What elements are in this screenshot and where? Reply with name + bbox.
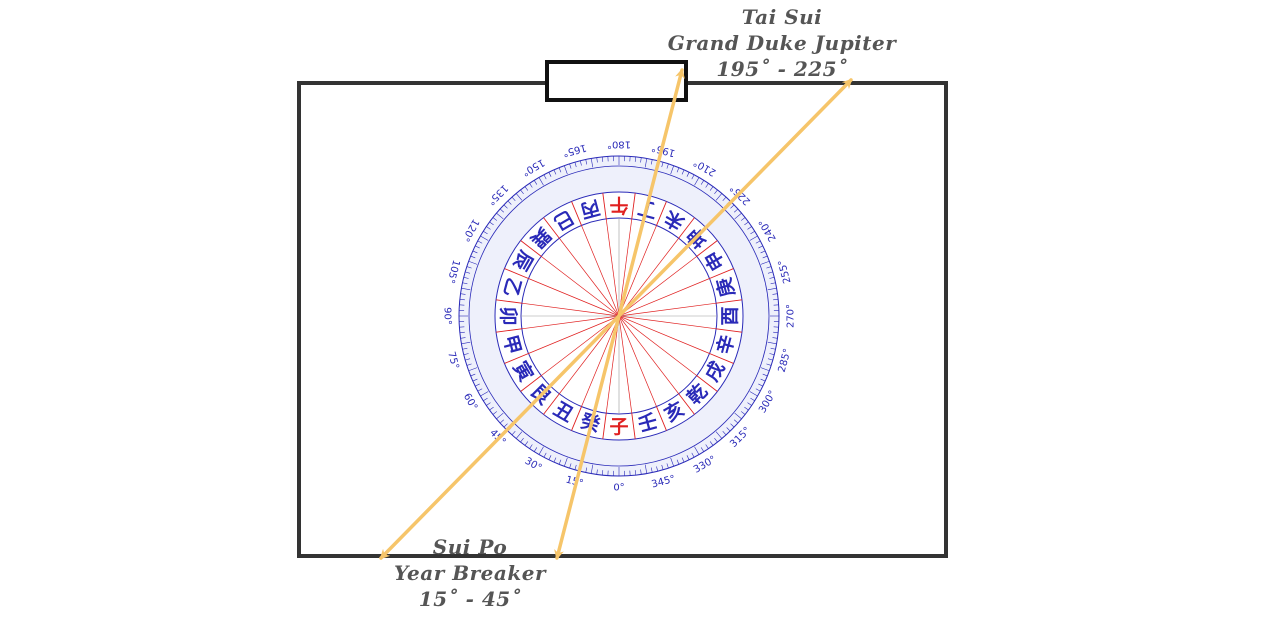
- mountain-char: 午: [609, 194, 628, 217]
- tai-sui-subtitle: Grand Duke Jupiter: [667, 31, 897, 55]
- tai-sui-label: Tai Sui Grand Duke Jupiter 195˚ - 225˚: [650, 4, 914, 82]
- degree-label: 120°: [459, 217, 481, 243]
- mountain-char: 卯: [497, 306, 519, 325]
- degree-label: 210°: [692, 156, 718, 178]
- degree-label: 105°: [444, 258, 461, 284]
- degree-label: 180°: [607, 139, 631, 150]
- degree-label: 240°: [757, 217, 779, 243]
- degree-label: 60°: [461, 392, 479, 413]
- degree-label: 30°: [523, 456, 544, 474]
- tai-sui-range: 195˚ - 225˚: [716, 57, 848, 81]
- sui-po-range: 15˚ - 45˚: [418, 587, 522, 611]
- degree-label: 330°: [692, 454, 718, 476]
- degree-label: 0°: [613, 483, 624, 494]
- mountain-char: 酉: [719, 306, 741, 325]
- degree-label: 345°: [650, 474, 676, 491]
- mountain-char: 子: [609, 416, 628, 438]
- degree-label: 150°: [520, 156, 546, 178]
- degree-label: 255°: [777, 258, 794, 284]
- degree-label: 270°: [786, 304, 797, 328]
- degree-label: 75°: [445, 351, 460, 371]
- sui-po-subtitle: Year Breaker: [394, 561, 546, 585]
- degree-label: 165°: [561, 141, 587, 158]
- arrow-225-45: [379, 78, 853, 560]
- degree-label: 285°: [777, 347, 794, 373]
- degree-label: 90°: [442, 307, 453, 325]
- direction-arrows: [379, 68, 853, 560]
- sui-po-label: Sui Po Year Breaker 15˚ - 45˚: [380, 534, 560, 612]
- tai-sui-name: Tai Sui: [741, 5, 823, 29]
- degree-label: 300°: [757, 389, 779, 415]
- sui-po-name: Sui Po: [432, 535, 508, 559]
